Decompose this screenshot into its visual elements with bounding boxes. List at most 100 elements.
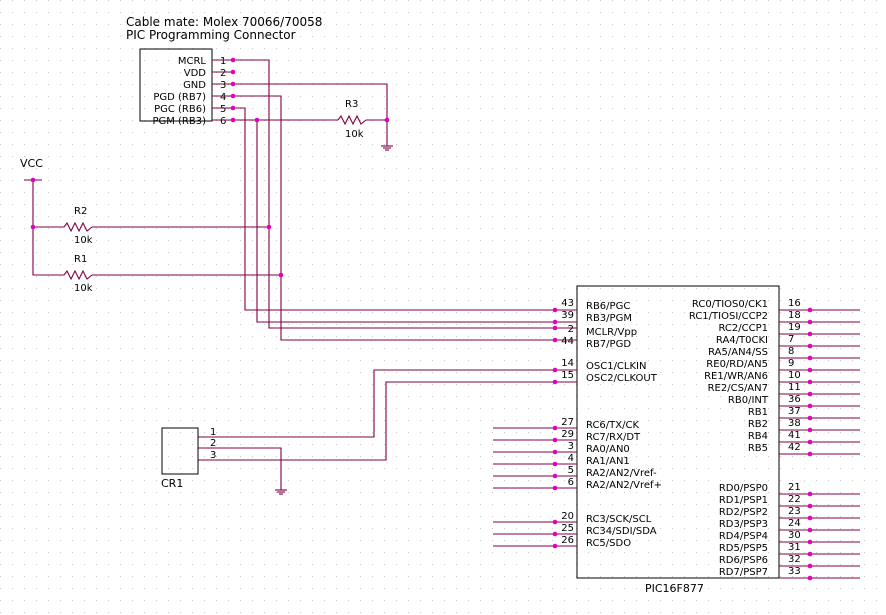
chip-right-pin-number: 21 [788, 482, 801, 493]
chip-right-pin-number: 36 [788, 394, 801, 405]
chip-left-pin-label: MCLR/Vpp [586, 327, 637, 338]
chip-right-pin-dot [807, 343, 813, 349]
chip-right-pin-number: 30 [788, 530, 801, 541]
chip-right-pin-label: RE2/CS/AN7 [708, 383, 768, 394]
chip-left-pin-number: 15 [561, 370, 574, 381]
chip-right-pin-number: 23 [788, 506, 801, 517]
chip-right-pin-label: RD3/PSP3 [719, 519, 768, 530]
chip-name: PIC16F877 [645, 582, 704, 595]
chip-right-pin-dot [807, 331, 813, 337]
connector-signal-label: VDD [184, 68, 207, 79]
connector-pin-number: 2 [220, 68, 226, 79]
chip-right-pin-dot [807, 527, 813, 533]
chip-left-pin-number: 39 [561, 310, 574, 321]
ground-symbol-connector [381, 145, 393, 151]
crystal-cr1: CR1 1 2 3 [161, 427, 216, 490]
chip-right-pin-label: RC2/CCP1 [718, 323, 768, 334]
r3-value: 10k [345, 129, 364, 140]
chip-left-pin-number: 43 [561, 298, 574, 309]
chip-left-pin-number: 5 [568, 465, 574, 476]
chip-right-pin-number: 9 [788, 358, 794, 369]
crystal-body [161, 427, 199, 475]
chip-right-pin-dot [807, 491, 813, 497]
chip-right-pin-label: RA4/T0CKI [716, 335, 768, 346]
chip-right-pin-dot [807, 451, 813, 457]
chip-right-pin-number: 19 [788, 322, 801, 333]
chip-right-pin-label: RD4/PSP4 [719, 531, 768, 542]
chip-left-pin-number: 20 [561, 511, 574, 522]
connector-signal-label: MCRL [178, 56, 207, 67]
crystal-name: CR1 [161, 477, 183, 490]
crystal-pin-2: 2 [210, 438, 216, 449]
chip-left-pin-dot [552, 485, 558, 491]
chip-right-pin-dot [807, 355, 813, 361]
connector-body [139, 48, 213, 122]
r3-name: R3 [345, 99, 358, 110]
r2-name: R2 [74, 206, 87, 217]
chip-right-pin-dot [807, 403, 813, 409]
chip-left-pin-dot [552, 473, 558, 479]
header-line2: PIC Programming Connector [126, 28, 296, 42]
chip-right-pin-label: RE1/WR/AN6 [704, 371, 768, 382]
chip-left-pin-dot [552, 379, 558, 385]
header-line1: Cable mate: Molex 70066/70058 [126, 15, 322, 29]
chip-left-pin-number: 6 [568, 477, 574, 488]
connector-pin-number: 1 [220, 56, 226, 67]
chip-left-pin-label: RA2/AN2/Vref- [586, 468, 657, 479]
resistor-r1: R1 10k [63, 254, 93, 294]
chip-right-pin-label: RD5/PSP5 [719, 543, 768, 554]
chip-right-pin-label: RD1/PSP1 [719, 495, 768, 506]
chip-left-pin-dot [552, 519, 558, 525]
connector-pin-number: 5 [220, 104, 226, 115]
connector-pin-number: 6 [220, 116, 226, 127]
chip-left-pin-dot [552, 325, 558, 331]
connector-pin-number: 4 [220, 92, 226, 103]
chip-left-pin-number: 29 [561, 429, 574, 440]
chip-right-pin-dot [807, 439, 813, 445]
chip-right-pin-label: RB5 [748, 443, 768, 454]
chip-left-pin-dot [552, 425, 558, 431]
chip-left-pin-label: RB3/PGM [586, 313, 632, 324]
chip-right-pin-label: RB0/INT [728, 395, 769, 406]
chip-left-pin-dot [552, 449, 558, 455]
chip-right-pin-number: 16 [788, 298, 801, 309]
chip-left-pin-dot [552, 531, 558, 537]
chip-right-pin-dot [807, 319, 813, 325]
chip-right-pin-number: 33 [788, 566, 801, 577]
chip-right-pin-number: 41 [788, 430, 801, 441]
chip-left-pin-number: 2 [568, 324, 574, 335]
resistor-r2: R2 10k [63, 206, 93, 246]
chip-right-pin-dot [807, 391, 813, 397]
chip-right-pin-number: 22 [788, 494, 801, 505]
chip-left-pin-label: RB6/PGC [586, 301, 630, 312]
chip-left-pin-dot [552, 319, 558, 325]
chip-right-pin-label: RE0/RD/AN5 [706, 359, 768, 370]
crystal-pin-1: 1 [210, 427, 216, 438]
chip-left-pin-label: RB7/PGD [586, 339, 631, 350]
chip-right-pin-dot [807, 551, 813, 557]
chip-left-pin-label: RA1/AN1 [586, 456, 630, 467]
chip-right-pin-dot [807, 307, 813, 313]
wires [32, 59, 555, 490]
junctions [30, 57, 390, 278]
r1-value: 10k [74, 283, 93, 294]
chip-left-pin-dot [552, 461, 558, 467]
chip-left-pin-number: 25 [561, 523, 574, 534]
chip-right-pin-number: 37 [788, 406, 801, 417]
ground-symbol-crystal [275, 489, 287, 495]
chip-left-pin-dot [552, 543, 558, 549]
chip-left-pin-number: 4 [568, 453, 574, 464]
chip-right-pin-label: RC0/TIOS0/CK1 [692, 299, 768, 310]
chip-right-pin-dot [807, 503, 813, 509]
chip-right-pin-label: RD6/PSP6 [719, 555, 768, 566]
chip-left-pin-dot [552, 307, 558, 313]
chip-right-pin-number: 24 [788, 518, 801, 529]
chip-right-pin-number: 18 [788, 310, 801, 321]
connector-signal-label: GND [183, 80, 206, 91]
chip-right-pin-number: 11 [788, 382, 801, 393]
chip-right-pin-number: 7 [788, 334, 794, 345]
